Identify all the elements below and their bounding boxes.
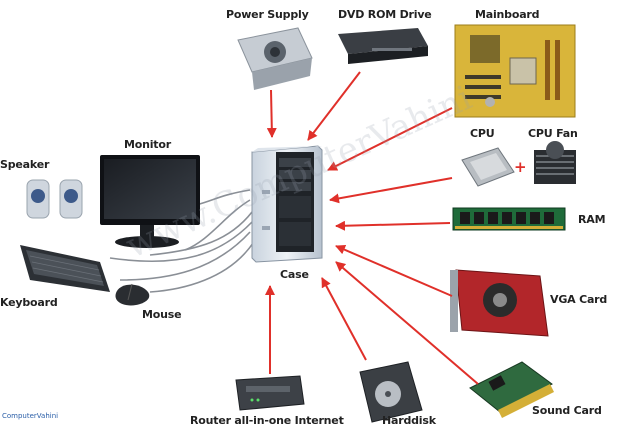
arrow-ram bbox=[335, 220, 451, 231]
mainboard-image bbox=[454, 24, 576, 118]
arrow-sound-card bbox=[335, 261, 479, 385]
router-image bbox=[235, 375, 305, 411]
arrow-vga bbox=[335, 244, 453, 297]
label-router: Router all-in-one Internet bbox=[190, 414, 344, 427]
label-keyboard: Keyboard bbox=[0, 296, 58, 309]
arrow-mainboard bbox=[327, 107, 453, 171]
label-monitor: Monitor bbox=[124, 138, 171, 151]
vga-card-image bbox=[450, 269, 549, 337]
cpu-fan-image bbox=[534, 141, 576, 184]
label-vga-card: VGA Card bbox=[550, 293, 608, 306]
speaker-image bbox=[26, 179, 83, 219]
label-cpu-fan: CPU Fan bbox=[528, 127, 578, 140]
label-ram: RAM bbox=[578, 213, 606, 226]
arrow-cpu bbox=[329, 177, 453, 204]
cables bbox=[109, 189, 256, 293]
label-mainboard: Mainboard bbox=[475, 8, 540, 21]
source-credit: ComputerVahini bbox=[2, 412, 59, 420]
case-tower bbox=[251, 145, 323, 263]
label-cpu: CPU bbox=[470, 127, 495, 140]
arrow-power-supply bbox=[266, 89, 277, 138]
label-mouse: Mouse bbox=[142, 308, 182, 321]
label-plus: + bbox=[514, 158, 527, 176]
connection-arrows bbox=[265, 71, 479, 385]
arrow-harddisk bbox=[321, 277, 367, 361]
label-power-supply: Power Supply bbox=[226, 8, 309, 21]
keyboard-image bbox=[20, 245, 110, 292]
label-harddisk: Harddisk bbox=[382, 414, 436, 427]
label-case: Case bbox=[280, 268, 309, 281]
monitor-image bbox=[100, 155, 200, 248]
arrow-dvd-rom bbox=[307, 71, 361, 141]
ram-image bbox=[452, 207, 566, 231]
mouse-image bbox=[115, 283, 150, 306]
harddisk-image bbox=[359, 361, 423, 423]
label-speaker: Speaker bbox=[0, 158, 50, 171]
label-sound-card: Sound Card bbox=[532, 404, 602, 417]
power-supply-image bbox=[237, 27, 313, 90]
dvd-drive-image bbox=[338, 28, 428, 64]
cpu-image bbox=[461, 147, 515, 187]
sound-card-image bbox=[469, 361, 554, 418]
label-dvd-rom-drive: DVD ROM Drive bbox=[338, 8, 432, 21]
